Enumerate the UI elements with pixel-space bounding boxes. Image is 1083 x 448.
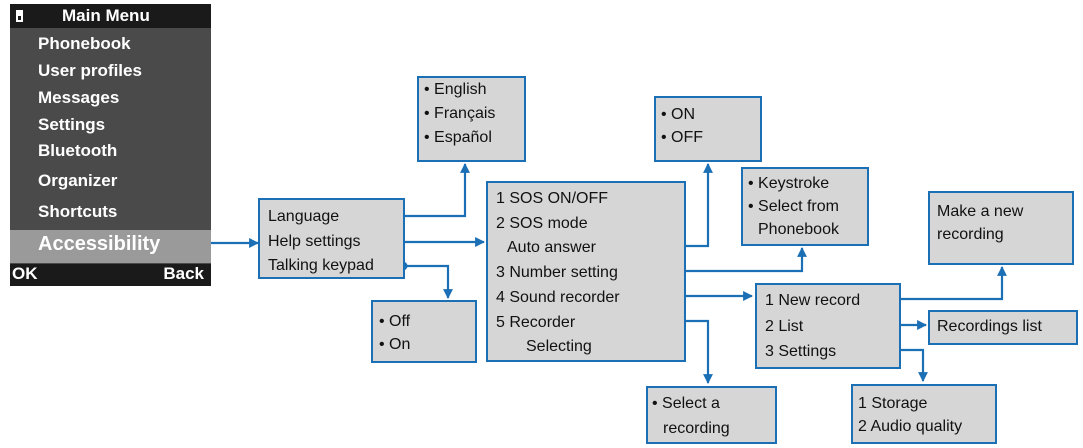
menu-item-language[interactable]: Language bbox=[268, 208, 340, 225]
connector-new-record bbox=[891, 266, 1007, 301]
option-audio-quality[interactable]: 2 Audio quality bbox=[858, 418, 963, 435]
option-recording-continued: recording bbox=[663, 420, 730, 437]
option-select-a-recording[interactable]: • Select a bbox=[652, 395, 720, 412]
text-recordings-list: Recordings list bbox=[937, 318, 1042, 335]
recordings-list-box: Recordings list bbox=[928, 310, 1078, 345]
menu-item-recorder[interactable]: 5 Recorder bbox=[496, 314, 576, 331]
option-off[interactable]: • Off bbox=[379, 313, 411, 330]
softkey-ok[interactable]: OK bbox=[12, 264, 38, 283]
number-setting-options-box: • Keystroke • Select from Phonebook bbox=[741, 167, 869, 246]
menu-item-organizer[interactable]: Organizer bbox=[38, 171, 118, 190]
accessibility-menu-box: Language Help settings Talking keypad bbox=[258, 198, 405, 279]
option-phonebook-continued: Phonebook bbox=[758, 221, 839, 238]
option-off-upper[interactable]: • OFF bbox=[661, 129, 704, 146]
option-on[interactable]: • On bbox=[379, 336, 411, 353]
menu-item-user-profiles[interactable]: User profiles bbox=[38, 61, 142, 80]
menu-item-messages[interactable]: Messages bbox=[38, 88, 120, 107]
text-recording: recording bbox=[937, 226, 1004, 243]
menu-item-accessibility[interactable]: Accessibility bbox=[10, 230, 211, 263]
menu-item-number-setting[interactable]: 3 Number setting bbox=[496, 264, 618, 281]
menu-item-list[interactable]: 2 List bbox=[765, 318, 804, 335]
menu-item-sound-recorder[interactable]: 4 Sound recorder bbox=[496, 289, 620, 306]
menu-item-bluetooth[interactable]: Bluetooth bbox=[38, 141, 118, 160]
text-make-a-new: Make a new bbox=[937, 203, 1024, 220]
recorder-settings-box: 1 Storage 2 Audio quality bbox=[851, 384, 997, 444]
auto-answer-options-box: • ON • OFF bbox=[654, 96, 762, 162]
option-english[interactable]: • English bbox=[424, 81, 487, 98]
menu-item-sos-onoff[interactable]: 1 SOS ON/OFF bbox=[496, 190, 609, 207]
option-keystroke[interactable]: • Keystroke bbox=[748, 175, 830, 192]
phone-title-bar: Main Menu bbox=[10, 6, 211, 28]
connector-number-setting bbox=[657, 247, 807, 273]
menu-item-shortcuts[interactable]: Shortcuts bbox=[38, 202, 118, 221]
menu-item-selecting[interactable]: Selecting bbox=[526, 338, 592, 355]
option-on-upper[interactable]: • ON bbox=[661, 106, 696, 123]
recorder-select-box: • Select a recording bbox=[646, 386, 777, 444]
option-espanol[interactable]: • Español bbox=[424, 129, 492, 146]
menu-item-help-settings[interactable]: Help settings bbox=[268, 233, 361, 250]
menu-item-auto-answer[interactable]: Auto answer bbox=[507, 239, 596, 256]
softkey-back[interactable]: Back bbox=[163, 264, 204, 283]
option-francais[interactable]: • Français bbox=[424, 105, 496, 122]
menu-item-accessibility-label: Accessibility bbox=[38, 233, 161, 255]
menu-item-phonebook[interactable]: Phonebook bbox=[38, 34, 131, 53]
menu-item-new-record[interactable]: 1 New record bbox=[765, 292, 861, 309]
menu-item-talking-keypad[interactable]: Talking keypad bbox=[268, 257, 374, 274]
help-settings-menu-box: 1 SOS ON/OFF 2 SOS mode Auto answer 3 Nu… bbox=[486, 181, 686, 362]
keypad-options-box: • Off • On bbox=[371, 300, 477, 363]
main-menu-title: Main Menu bbox=[62, 6, 150, 25]
menu-item-sos-mode[interactable]: 2 SOS mode bbox=[496, 215, 588, 232]
phone-icon bbox=[16, 10, 23, 22]
connector-talking-keypad bbox=[403, 264, 453, 299]
language-options-box: • English • Français • Español bbox=[417, 76, 526, 162]
option-select-from-phonebook[interactable]: • Select from bbox=[748, 198, 839, 215]
option-storage[interactable]: 1 Storage bbox=[858, 395, 928, 412]
menu-item-recorder-settings[interactable]: 3 Settings bbox=[765, 343, 837, 360]
main-menu-list bbox=[10, 28, 211, 264]
new-recording-box: Make a new recording bbox=[928, 191, 1074, 265]
phone-screen: Main Menu Phonebook User profiles Messag… bbox=[10, 4, 211, 286]
sound-recorder-menu-box: 1 New record 2 List 3 Settings bbox=[755, 283, 901, 369]
menu-item-settings[interactable]: Settings bbox=[38, 115, 106, 134]
